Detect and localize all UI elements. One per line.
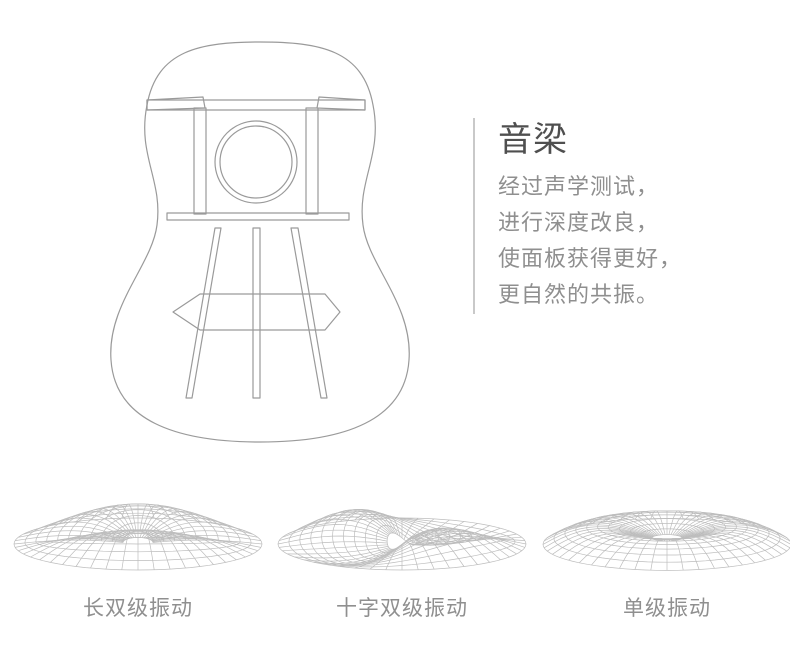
- vibration-mode-label: 长双级振动: [83, 596, 193, 620]
- vibration-mode-long-dipole: 长双级振动: [8, 492, 268, 622]
- section-description: 经过声学测试， 进行深度改良， 使面板获得更好， 更自然的共振。: [498, 170, 682, 314]
- vibration-mode-label: 十字双级振动: [336, 596, 468, 620]
- monopole-vibration-mesh-icon: [542, 510, 790, 571]
- vibration-mode-monopole: 单级振动: [537, 492, 790, 622]
- section-title: 音梁: [498, 120, 568, 160]
- tone-bar-left: [185, 227, 222, 399]
- description-line: 使面板获得更好，: [498, 247, 683, 272]
- guitar-bracing-diagram: [110, 41, 410, 443]
- right-vertical-brace: [305, 107, 319, 215]
- section-divider: [473, 118, 475, 314]
- long-dipole-vibration-mesh-icon: [13, 503, 263, 571]
- description-line: 更自然的共振。: [498, 283, 660, 308]
- cross-dipole-vibration-mesh-icon: [277, 509, 527, 571]
- tone-bar-right: [290, 227, 328, 399]
- soundhole: [219, 125, 293, 199]
- left-vertical-brace: [193, 107, 207, 215]
- lower-transverse-brace: [166, 212, 350, 221]
- vibration-mode-cross-dipole: 十字双级振动: [272, 492, 532, 622]
- description-line: 进行深度改良，: [498, 211, 660, 236]
- vibration-mode-label: 单级振动: [623, 596, 711, 620]
- description-line: 经过声学测试，: [498, 175, 660, 200]
- soundhole-rim: [214, 120, 298, 204]
- bridge-plate: [172, 293, 341, 331]
- guitar-body-outline: [110, 41, 410, 443]
- tone-bar-center: [252, 227, 261, 399]
